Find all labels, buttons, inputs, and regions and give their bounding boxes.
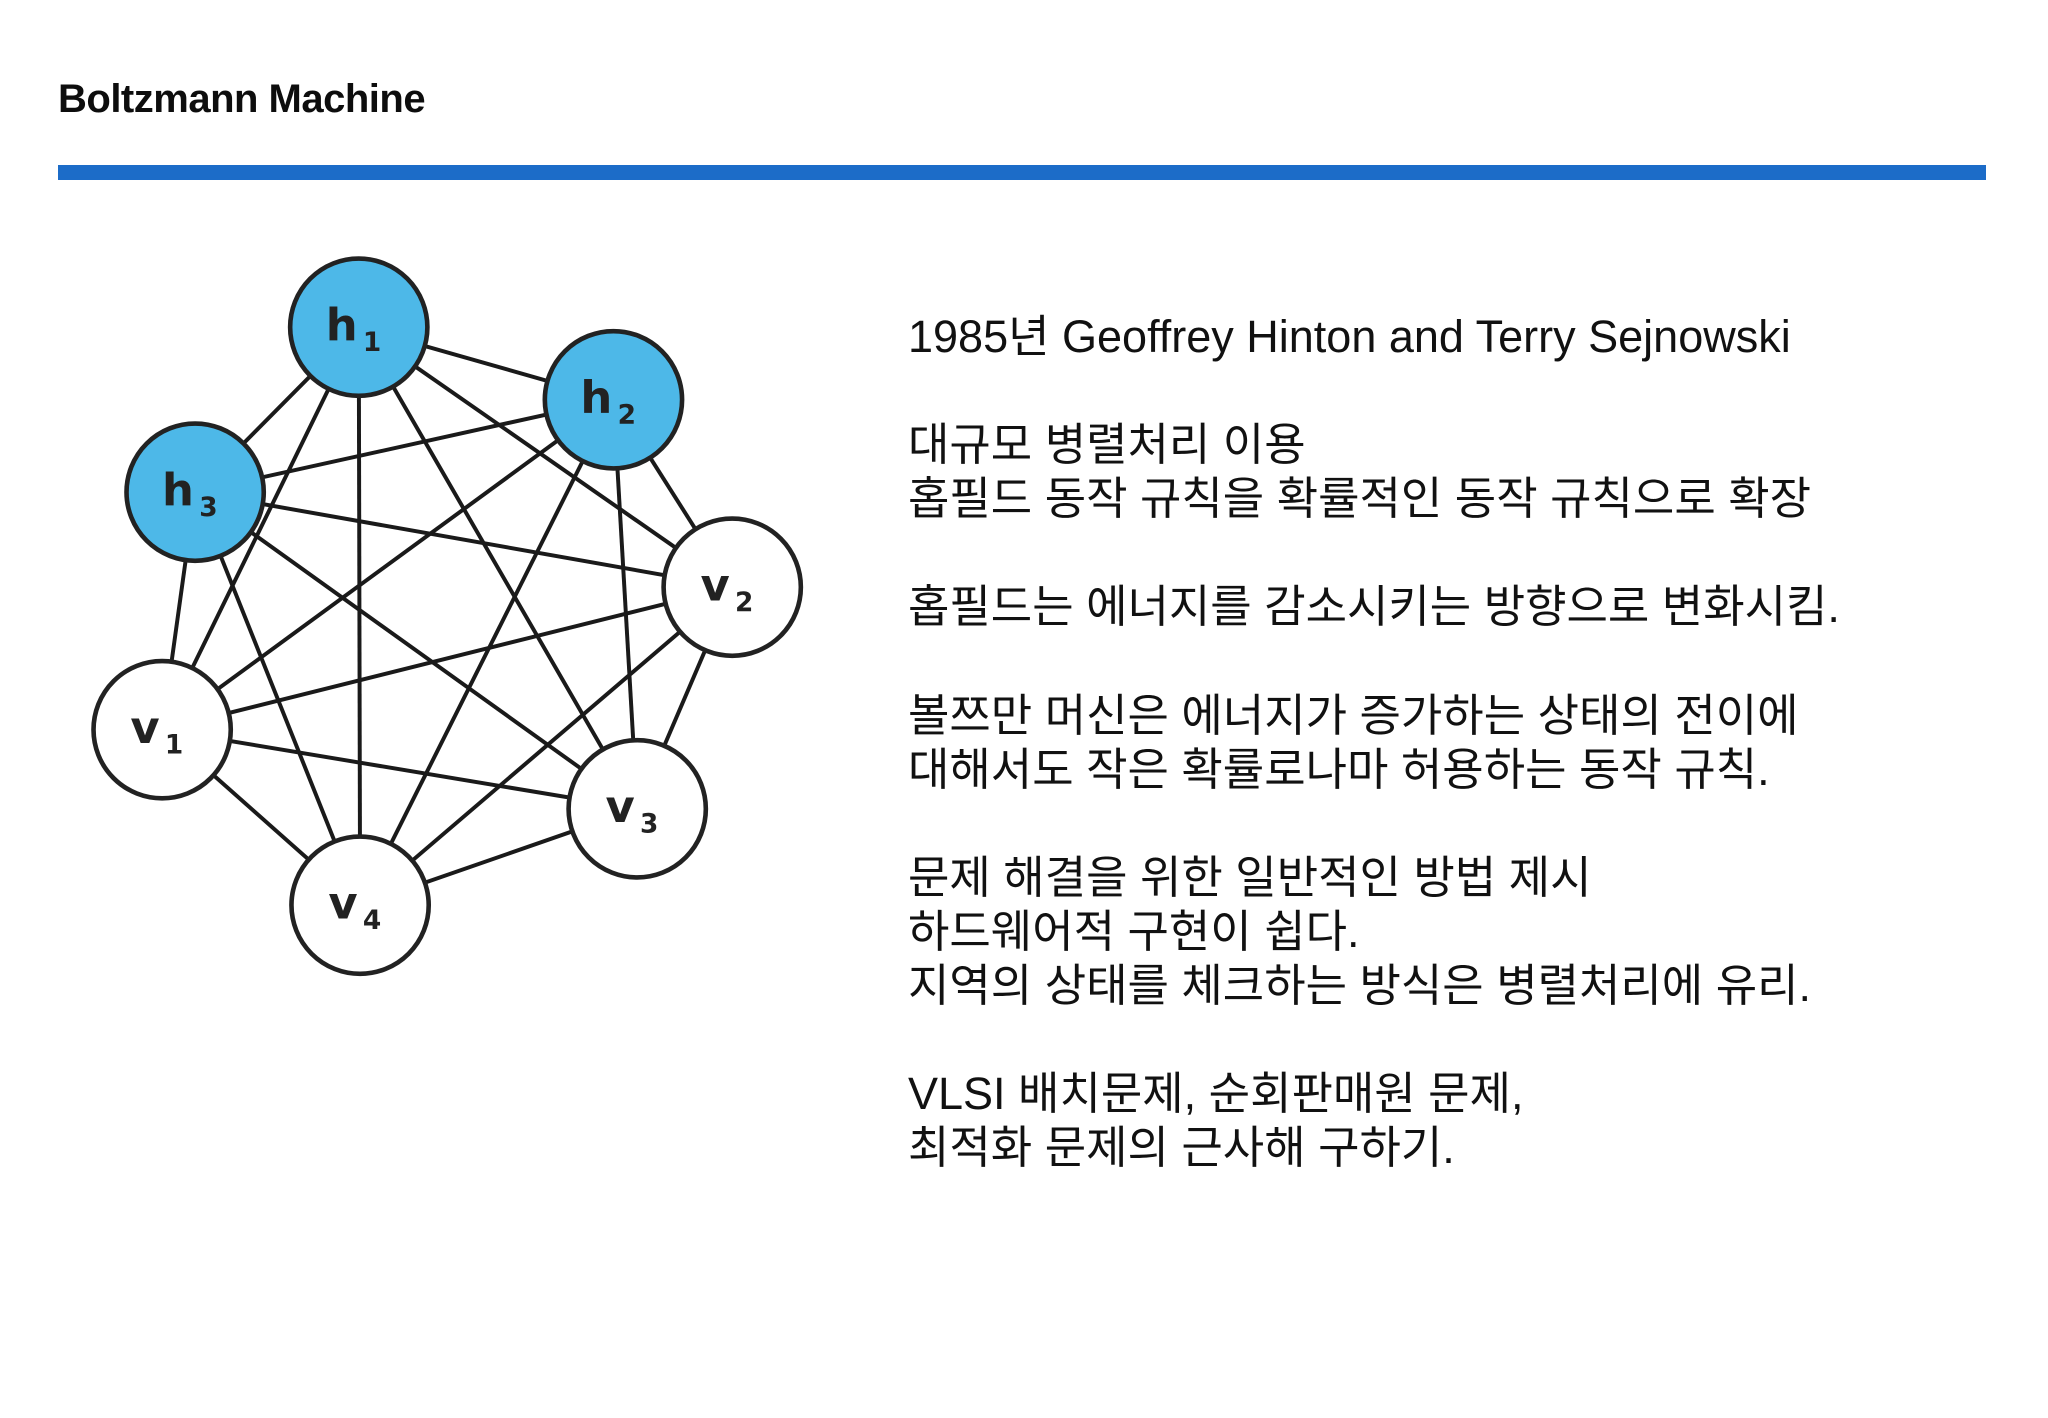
node-label-subscript: 4 xyxy=(363,906,381,936)
node-label-subscript: 1 xyxy=(363,328,381,358)
text-line: 하드웨어적 구현이 쉽다. xyxy=(908,906,1360,958)
node-label-letter: v xyxy=(328,876,357,929)
node-label-letter: v xyxy=(701,558,730,611)
paragraph-history: 1985년 Geoffrey Hinton and Terry Sejnowsk… xyxy=(908,310,2028,364)
edge-h3-v3 xyxy=(193,490,639,811)
text-line: VLSI 배치문제, 순회판매원 문제, xyxy=(908,1068,1524,1120)
slide-body-text: 1985년 Geoffrey Hinton and Terry Sejnowsk… xyxy=(908,310,2028,1176)
edge-h1-v1 xyxy=(160,326,361,731)
node-label-letter: h xyxy=(162,463,194,516)
node-label-letter: h xyxy=(326,298,358,351)
text-line: 홉필드 동작 규칙을 확률적인 동작 규칙으로 확장 xyxy=(908,473,1812,525)
edge-h3-v2 xyxy=(194,490,733,590)
node-label-subscript: 1 xyxy=(165,730,183,760)
hidden-unit-circle xyxy=(542,328,685,471)
node-label-subscript: 2 xyxy=(618,401,636,431)
edge-h3-v4 xyxy=(193,491,362,906)
node-label-subscript: 3 xyxy=(640,810,658,840)
edge-h2-v1 xyxy=(160,398,615,732)
paragraph-advantages: 문제 해결을 위한 일반적인 방법 제시 하드웨어적 구현이 쉽다. 지역의 상… xyxy=(908,851,2028,1013)
text-line: 1985년 Geoffrey Hinton and Terry Sejnowsk… xyxy=(908,311,1791,362)
slide-title: Boltzmann Machine xyxy=(58,77,426,121)
visible-unit-circle xyxy=(661,516,804,659)
edge-h2-h3 xyxy=(194,397,614,495)
visible-unit-circle xyxy=(91,658,234,801)
node-label-letter: h xyxy=(580,371,612,424)
text-line: 문제 해결을 위한 일반적인 방법 제시 xyxy=(908,851,1592,903)
edge-h1-v2 xyxy=(357,325,734,589)
node-label-subscript: 2 xyxy=(735,588,753,618)
edge-h1-v3 xyxy=(357,326,639,810)
paragraph-applications: VLSI 배치문제, 순회판매원 문제, 최적화 문제의 근사해 구하기. xyxy=(908,1067,2028,1175)
text-line: 대규모 병렬처리 이용 xyxy=(908,419,1306,471)
edge-v1-v3 xyxy=(161,727,638,811)
text-line: 최적화 문제의 근사해 구하기. xyxy=(908,1122,1455,1174)
title-divider xyxy=(58,165,1986,180)
hidden-unit-circle xyxy=(287,256,430,399)
text-line: 홉필드는 에너지를 감소시키는 방향으로 변화시킴. xyxy=(908,581,1840,633)
edge-v2-v4 xyxy=(358,585,734,907)
visible-unit-circle xyxy=(289,834,432,977)
text-line: 볼쯔만 머신은 에너지가 증가하는 상태의 전이에 xyxy=(908,689,1799,741)
node-label-letter: v xyxy=(605,780,634,833)
edge-h1-v4 xyxy=(356,327,363,906)
text-line: 대해서도 작은 확률로나마 허용하는 동작 규칙. xyxy=(908,743,1770,795)
paragraph-parallel: 대규모 병렬처리 이용 홉필드 동작 규칙을 확률적인 동작 규칙으로 확장 xyxy=(908,418,2028,526)
paragraph-hopfield: 홉필드는 에너지를 감소시키는 방향으로 변화시킴. xyxy=(908,580,2028,634)
node-label-subscript: 3 xyxy=(199,493,217,523)
node-label-letter: v xyxy=(130,701,159,754)
text-line: 지역의 상태를 체크하는 방식은 병렬처리에 유리. xyxy=(908,960,1812,1012)
edge-v1-v2 xyxy=(161,585,733,732)
hidden-unit-circle xyxy=(124,421,267,564)
visible-unit-circle xyxy=(566,737,709,880)
edge-h2-v4 xyxy=(358,398,616,907)
paragraph-boltzmann: 볼쯔만 머신은 에너지가 증가하는 상태의 전이에 대해서도 작은 확률로나마 … xyxy=(908,689,2028,797)
